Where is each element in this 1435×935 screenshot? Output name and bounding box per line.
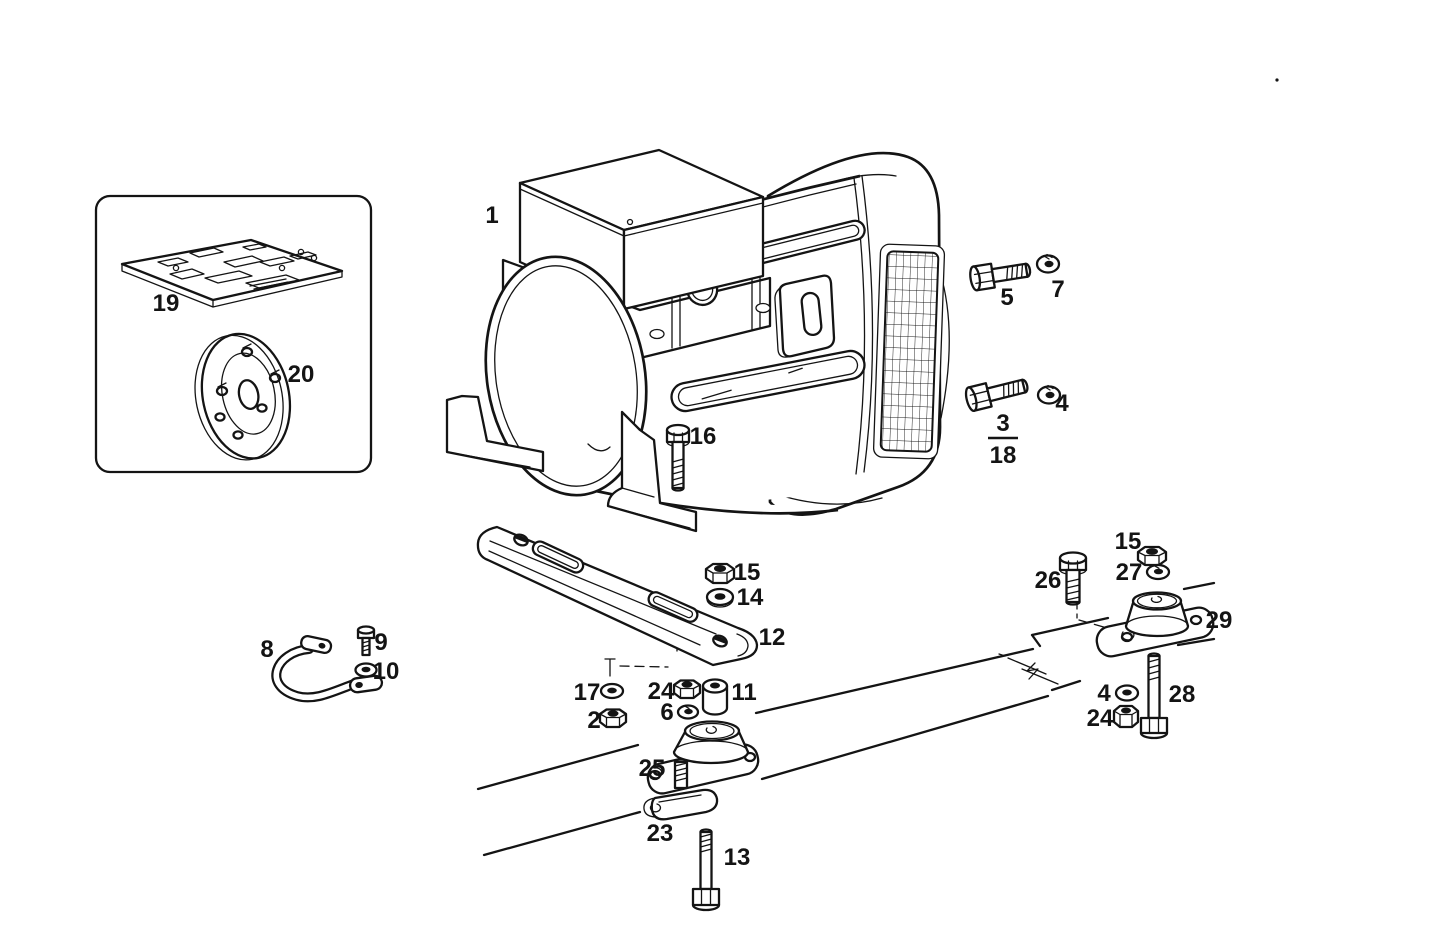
bolt-13 (691, 828, 721, 912)
callout-19: 19 (153, 290, 180, 317)
body-endcap-seam (853, 175, 874, 475)
callout-7: 7 (1051, 276, 1064, 303)
disc-holes (214, 343, 282, 440)
bolt-3-18 (964, 378, 1029, 413)
callout-13: 13 (724, 844, 751, 871)
bolt-28 (1139, 652, 1169, 740)
stray-dot (1275, 78, 1279, 82)
stud-threads (674, 762, 688, 782)
cooling-grille (872, 243, 946, 460)
bolt-5-threads (1006, 263, 1024, 281)
bolt-26-threads (1065, 578, 1081, 601)
callout-4b: 4 (1097, 680, 1111, 707)
callout-23: 23 (647, 820, 674, 847)
callout-10: 10 (373, 658, 400, 685)
callout-14: 14 (737, 584, 764, 611)
callout-1: 1 (485, 202, 498, 229)
callout-18: 18 (990, 442, 1017, 469)
lock-washer-27 (1145, 563, 1171, 581)
mounting-rail-12 (476, 525, 759, 667)
callout-labels: 1 19 20 5 7 3 18 4 16 15 14 12 8 9 10 17… (153, 202, 1233, 871)
bolt-16 (665, 423, 691, 492)
callout-12: 12 (759, 624, 786, 651)
callout-29: 29 (1206, 607, 1233, 634)
callout-27: 27 (1116, 559, 1143, 586)
bolt-13-threads (699, 833, 713, 853)
adapter-disc (194, 332, 292, 461)
callout-24a: 24 (648, 678, 675, 705)
callout-16: 16 (690, 423, 717, 450)
callout-2: 2 (587, 707, 600, 734)
callout-9: 9 (374, 629, 387, 656)
circuit-board (120, 238, 344, 308)
callout-8: 8 (260, 636, 273, 663)
callout-5: 5 (1000, 284, 1013, 311)
hex-nut-15b (1136, 545, 1168, 567)
bolt-16-threads (671, 458, 685, 487)
hex-nut-24a (672, 679, 702, 700)
rail-slot-2 (647, 591, 699, 623)
spacer-sleeve-11 (701, 678, 729, 716)
clamp-plate-23 (643, 758, 719, 821)
callout-25: 25 (639, 755, 666, 782)
washer-4b (1114, 684, 1140, 702)
strap-terminal-1 (300, 635, 333, 655)
lock-washer-6 (676, 704, 700, 720)
lock-washer-7 (1035, 253, 1061, 274)
lock-washer-4a (1036, 384, 1062, 405)
callout-20: 20 (288, 361, 315, 388)
inset-panel (94, 194, 373, 474)
rail-break-mark (998, 653, 1059, 685)
washer-14 (705, 587, 735, 608)
callout-15a: 15 (734, 559, 761, 586)
mounting-foot-rear (606, 410, 698, 533)
board-components (157, 243, 318, 290)
bolt-28-threads (1147, 658, 1161, 681)
hex-nut-24b (1112, 704, 1140, 729)
screw-9 (356, 625, 376, 657)
bracket-lug (774, 274, 836, 358)
callout-26: 26 (1035, 567, 1062, 594)
front-cover (484, 255, 648, 497)
vibration-damper-29 (1095, 591, 1215, 658)
callout-15b: 15 (1115, 528, 1142, 555)
bolt-3-threads (1003, 380, 1020, 399)
washer-17 (599, 682, 625, 700)
lifting-slot-middle (670, 349, 866, 413)
callout-24b: 24 (1087, 705, 1114, 732)
callout-4a: 4 (1055, 390, 1069, 417)
hex-nut-15a (704, 562, 736, 585)
bolt-26 (1058, 551, 1088, 606)
mounting-foot-front (445, 394, 545, 473)
callout-17: 17 (574, 679, 601, 706)
washer-10 (354, 662, 378, 678)
terminal-box (518, 148, 765, 311)
hex-nut-2 (598, 708, 628, 729)
callout-3-18: 3 18 (988, 410, 1018, 469)
bolt-5 (969, 262, 1032, 292)
rail-slot-1 (531, 540, 585, 574)
terminal-box-side (622, 195, 765, 311)
callout-11: 11 (731, 679, 756, 706)
callout-3: 3 (996, 410, 1009, 437)
callout-6: 6 (660, 699, 673, 726)
base-frame-rails (476, 581, 1216, 857)
generator-assembly (445, 148, 950, 533)
callout-28: 28 (1169, 681, 1196, 708)
